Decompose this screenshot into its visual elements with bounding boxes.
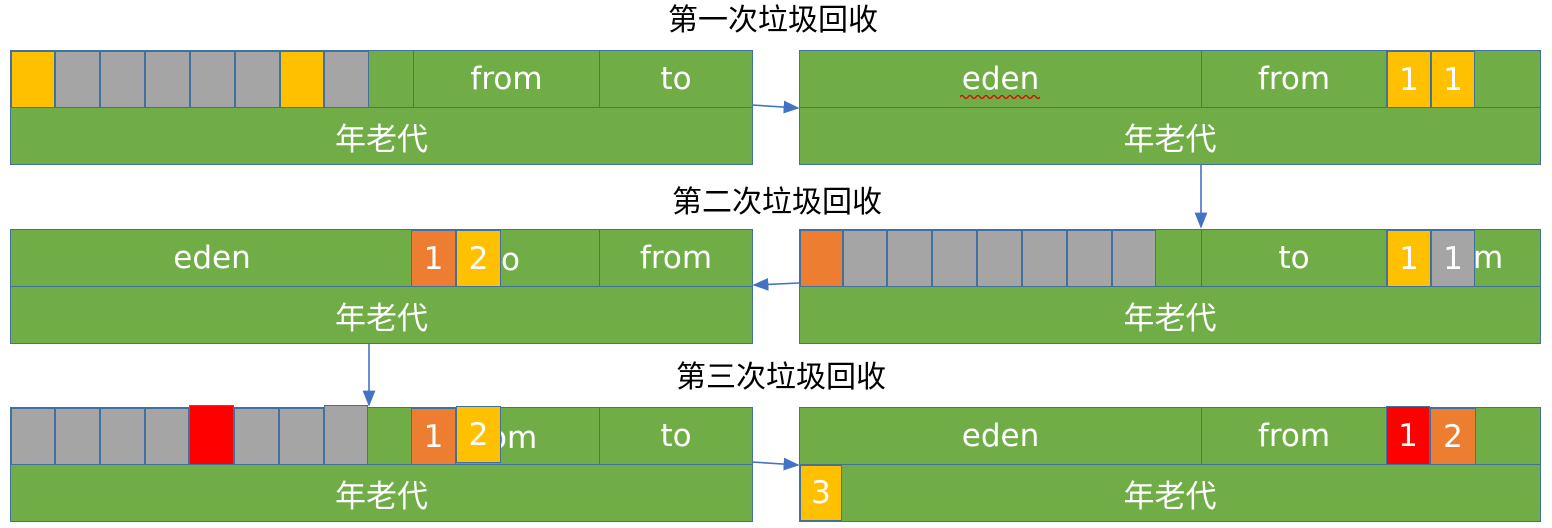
title-third-gc: 第三次垃圾回收 <box>676 360 886 395</box>
panel2-old-label: 年老代 <box>1123 121 1217 158</box>
panel3-object-age: 2 <box>456 230 501 287</box>
panel1-object-garbage <box>190 51 235 108</box>
panel4-object-age: 1 <box>1387 230 1431 287</box>
panel4-object-age: 1 <box>1431 230 1475 287</box>
panel1-object-live <box>11 51 55 108</box>
title-first-gc: 第一次垃圾回收 <box>668 3 878 38</box>
panel4-object-garbage <box>1022 230 1067 287</box>
panel5-object-garbage <box>100 408 145 465</box>
panel6-from-label: from <box>1257 418 1331 454</box>
arrow-icon <box>751 100 800 114</box>
spellcheck-squiggle-icon <box>960 94 1040 100</box>
panel6-from: from <box>1201 407 1387 465</box>
title-second-gc: 第二次垃圾回收 <box>672 185 882 220</box>
panel1-old-gen: 年老代 <box>10 107 753 165</box>
panel5-object-garbage <box>55 408 100 465</box>
panel3-from-label: from <box>639 240 713 276</box>
panel1-object-garbage <box>324 51 369 108</box>
panel5-object-live <box>189 405 234 465</box>
panel6-eden-label: eden <box>961 418 1040 454</box>
panel3-from: from <box>599 229 753 287</box>
panel5-to-label: to <box>660 418 692 454</box>
panel2-from: from <box>1201 50 1387 108</box>
panel4-old-label: 年老代 <box>1123 300 1217 337</box>
panel5-old-label: 年老代 <box>335 478 428 515</box>
panel1-from: from <box>413 50 600 108</box>
panel6-object-age: 2 <box>1430 408 1476 465</box>
panel1-object-garbage <box>145 51 190 108</box>
panel5-to: to <box>599 407 753 465</box>
panel3-object-age: 1 <box>411 230 456 287</box>
arrow-icon <box>751 457 800 471</box>
panel2-eden-label: eden <box>961 61 1040 97</box>
panel2-object-age: 1 <box>1431 51 1475 108</box>
panel4-to: to <box>1201 229 1387 287</box>
panel5-object-garbage <box>324 405 368 465</box>
panel6-promoted-object: 3 <box>800 465 842 521</box>
panel5-object-age: 2 <box>456 406 501 463</box>
panel1-object-live <box>280 51 324 108</box>
panel5-object-garbage <box>279 408 324 465</box>
panel2-from-label: from <box>1257 61 1331 97</box>
panel4-object-garbage <box>843 230 887 287</box>
panel6-eden: eden <box>799 407 1202 465</box>
panel5-old-gen: 年老代 <box>10 464 753 522</box>
panel4-old-gen: 年老代 <box>799 286 1541 344</box>
panel4-object-garbage <box>1112 230 1156 287</box>
panel2-eden: eden <box>799 50 1202 108</box>
panel1-object-garbage <box>235 51 280 108</box>
panel4-object-live <box>800 230 843 287</box>
panel3-old-label: 年老代 <box>335 300 428 337</box>
panel5-object-age: 1 <box>411 408 456 465</box>
panel2-old-gen: 年老代 <box>799 107 1541 165</box>
panel1-object-garbage <box>100 51 145 108</box>
panel1-to-label: to <box>660 61 692 97</box>
panel1-from-label: from <box>470 61 543 97</box>
panel4-object-garbage <box>887 230 932 287</box>
panel4-object-garbage <box>977 230 1022 287</box>
panel2-object-age: 1 <box>1387 51 1431 108</box>
panel3-old-gen: 年老代 <box>10 286 753 344</box>
arrow-icon <box>752 277 800 291</box>
panel5-object-garbage <box>234 408 279 465</box>
panel6-old-gen: 年老代 <box>799 464 1541 522</box>
panel4-from-label-fragment: m <box>1473 240 1504 276</box>
panel5-object-garbage <box>145 408 189 465</box>
panel3-to-label-fragment: o <box>501 242 520 278</box>
panel4-object-garbage <box>1067 230 1112 287</box>
panel6-object-age: 1 <box>1386 406 1430 465</box>
panel4-object-garbage <box>932 230 977 287</box>
panel6-old-label: 年老代 <box>1123 478 1217 515</box>
panel3-eden: eden <box>10 229 414 287</box>
panel3-eden-label: eden <box>173 240 251 276</box>
panel1-object-garbage <box>55 51 100 108</box>
panel4-to-label: to <box>1278 240 1310 276</box>
panel5-object-garbage <box>11 408 55 465</box>
panel1-old-label: 年老代 <box>335 121 428 158</box>
